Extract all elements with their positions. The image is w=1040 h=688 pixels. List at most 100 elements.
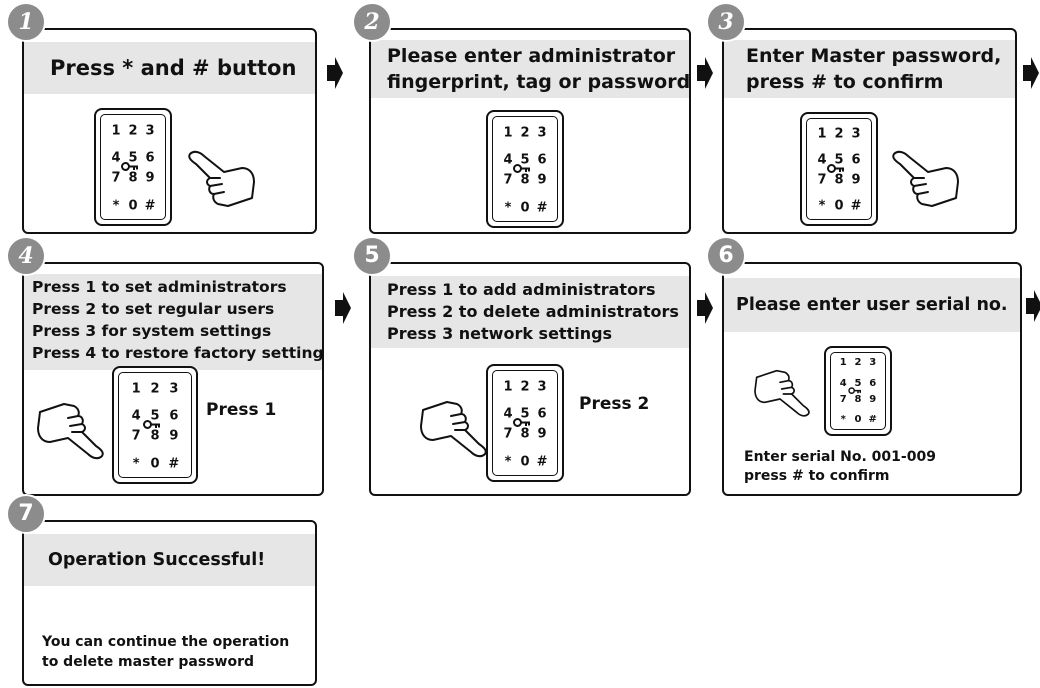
keypad-key[interactable]: 2 <box>520 379 530 395</box>
keypad-key[interactable]: 9 <box>169 428 179 444</box>
keypad-key[interactable]: 4 <box>503 406 513 422</box>
keypad-key[interactable]: 5 <box>854 378 862 390</box>
keypad-key[interactable]: 3 <box>869 357 877 369</box>
keypad-key[interactable]: 2 <box>128 123 138 139</box>
keypad-panel <box>830 352 886 430</box>
keypad-key[interactable]: 6 <box>169 408 179 424</box>
keypad-key[interactable]: 7 <box>131 428 141 444</box>
keypad-key[interactable]: * <box>840 414 846 426</box>
keypad-key[interactable]: 7 <box>839 393 847 405</box>
keypad-key[interactable]: 6 <box>851 152 861 168</box>
keypad-key[interactable]: 0 <box>834 198 844 214</box>
keypad-key[interactable]: 3 <box>851 126 861 142</box>
keypad-key[interactable]: # <box>168 456 180 472</box>
keypad-key[interactable]: 0 <box>128 198 138 214</box>
keypad-key[interactable]: # <box>144 198 156 214</box>
keypad-key[interactable]: 2 <box>150 381 160 397</box>
keypad-key[interactable]: 2 <box>854 357 862 369</box>
keypad-key[interactable]: 9 <box>869 393 877 405</box>
keypad-key[interactable]: 8 <box>520 172 530 188</box>
keypad-key[interactable]: 6 <box>537 406 547 422</box>
keypad-key[interactable]: 8 <box>854 393 862 405</box>
keypad-key[interactable]: 2 <box>834 126 844 142</box>
keypad-key[interactable]: * <box>132 456 140 472</box>
keypad-key[interactable]: 5 <box>834 152 844 168</box>
keypad-key[interactable]: * <box>112 198 120 214</box>
keypad-key[interactable]: 9 <box>145 170 155 186</box>
keypad-key[interactable]: 9 <box>851 172 861 188</box>
step-heading: Press 1 to set administrators Press 2 to… <box>24 274 322 370</box>
key-icon <box>513 160 531 179</box>
keypad-key[interactable]: # <box>536 454 548 470</box>
pointing-hand-icon <box>892 150 959 207</box>
step-card: Press 1 to set administrators Press 2 to… <box>22 262 324 496</box>
note-line: Enter serial No. 001-009 <box>744 449 936 465</box>
step-number-badge: 2 <box>352 2 392 42</box>
keypad-key[interactable]: 1 <box>817 126 827 142</box>
keypad-key[interactable]: 5 <box>520 406 530 422</box>
note-line: You can continue the operation <box>42 634 290 650</box>
keypad-key[interactable]: 8 <box>834 172 844 188</box>
heading-line: Press 1 to add administrators <box>387 280 656 299</box>
keypad-key[interactable]: 3 <box>537 125 547 141</box>
keypad-key[interactable]: * <box>504 200 512 216</box>
keypad-key[interactable]: # <box>536 200 548 216</box>
keypad-key[interactable]: 3 <box>169 381 179 397</box>
keypad-key[interactable]: 4 <box>817 152 827 168</box>
keypad-key[interactable]: 9 <box>537 426 547 442</box>
keypad-key[interactable]: 0 <box>854 414 862 426</box>
next-arrow-icon <box>1023 57 1039 89</box>
heading-line: Please enter administrator <box>387 45 676 67</box>
heading-line: Press 2 to set regular users <box>32 300 275 318</box>
keypad-key[interactable]: 1 <box>131 381 141 397</box>
keypad-key[interactable]: 0 <box>520 200 530 216</box>
keypad-key[interactable]: 3 <box>145 123 155 139</box>
keypad-key[interactable]: 8 <box>128 170 138 186</box>
keypad-key[interactable]: 9 <box>537 172 547 188</box>
keypad-key[interactable]: 4 <box>111 150 121 166</box>
next-arrow-icon <box>697 292 713 324</box>
keypad-key[interactable]: 6 <box>145 150 155 166</box>
keypad-key[interactable]: * <box>818 198 826 214</box>
keypad-key[interactable]: 4 <box>131 408 141 424</box>
keypad-key[interactable]: 8 <box>520 426 530 442</box>
keypad-key[interactable]: 8 <box>150 428 160 444</box>
keypad-key[interactable]: 0 <box>520 454 530 470</box>
keypad-key[interactable]: 0 <box>150 456 160 472</box>
keypad-key[interactable]: 5 <box>128 150 138 166</box>
step-card: Please enter administrator fingerprint, … <box>369 28 691 234</box>
keypad-panel <box>806 118 872 220</box>
step-heading: Press 1 to add administrators Press 2 to… <box>371 276 689 348</box>
keypad-key[interactable]: * <box>504 454 512 470</box>
keypad-panel <box>492 116 558 222</box>
step-card: Operation Successful! You can continue t… <box>22 520 317 686</box>
keypad-key[interactable]: 4 <box>839 378 847 390</box>
keypad-key[interactable]: 3 <box>537 379 547 395</box>
keypad-key[interactable]: 6 <box>537 152 547 168</box>
keypad-key[interactable]: 7 <box>503 426 513 442</box>
step-number-badge: 7 <box>6 494 46 534</box>
keypad-key[interactable]: 1 <box>839 357 847 369</box>
keypad-key[interactable]: 4 <box>503 152 513 168</box>
keypad-key[interactable]: 7 <box>111 170 121 186</box>
keypad-key[interactable]: 7 <box>817 172 827 188</box>
heading-line: Operation Successful! <box>48 550 266 570</box>
keypad-key[interactable]: 1 <box>503 379 513 395</box>
note-line: press # to confirm <box>744 468 890 484</box>
keypad-key[interactable]: 1 <box>111 123 121 139</box>
step-number-badge: 4 <box>6 236 46 276</box>
keypad-key[interactable]: 7 <box>503 172 513 188</box>
heading-line: Please enter user serial no. <box>736 295 1008 315</box>
keypad-key[interactable]: # <box>868 414 877 426</box>
keypad-key[interactable]: 1 <box>503 125 513 141</box>
keypad-key[interactable]: 2 <box>520 125 530 141</box>
keypad-key[interactable]: 5 <box>150 408 160 424</box>
keypad-key[interactable]: # <box>850 198 862 214</box>
keypad-key[interactable]: 6 <box>869 378 877 390</box>
keypad-key[interactable]: 5 <box>520 152 530 168</box>
